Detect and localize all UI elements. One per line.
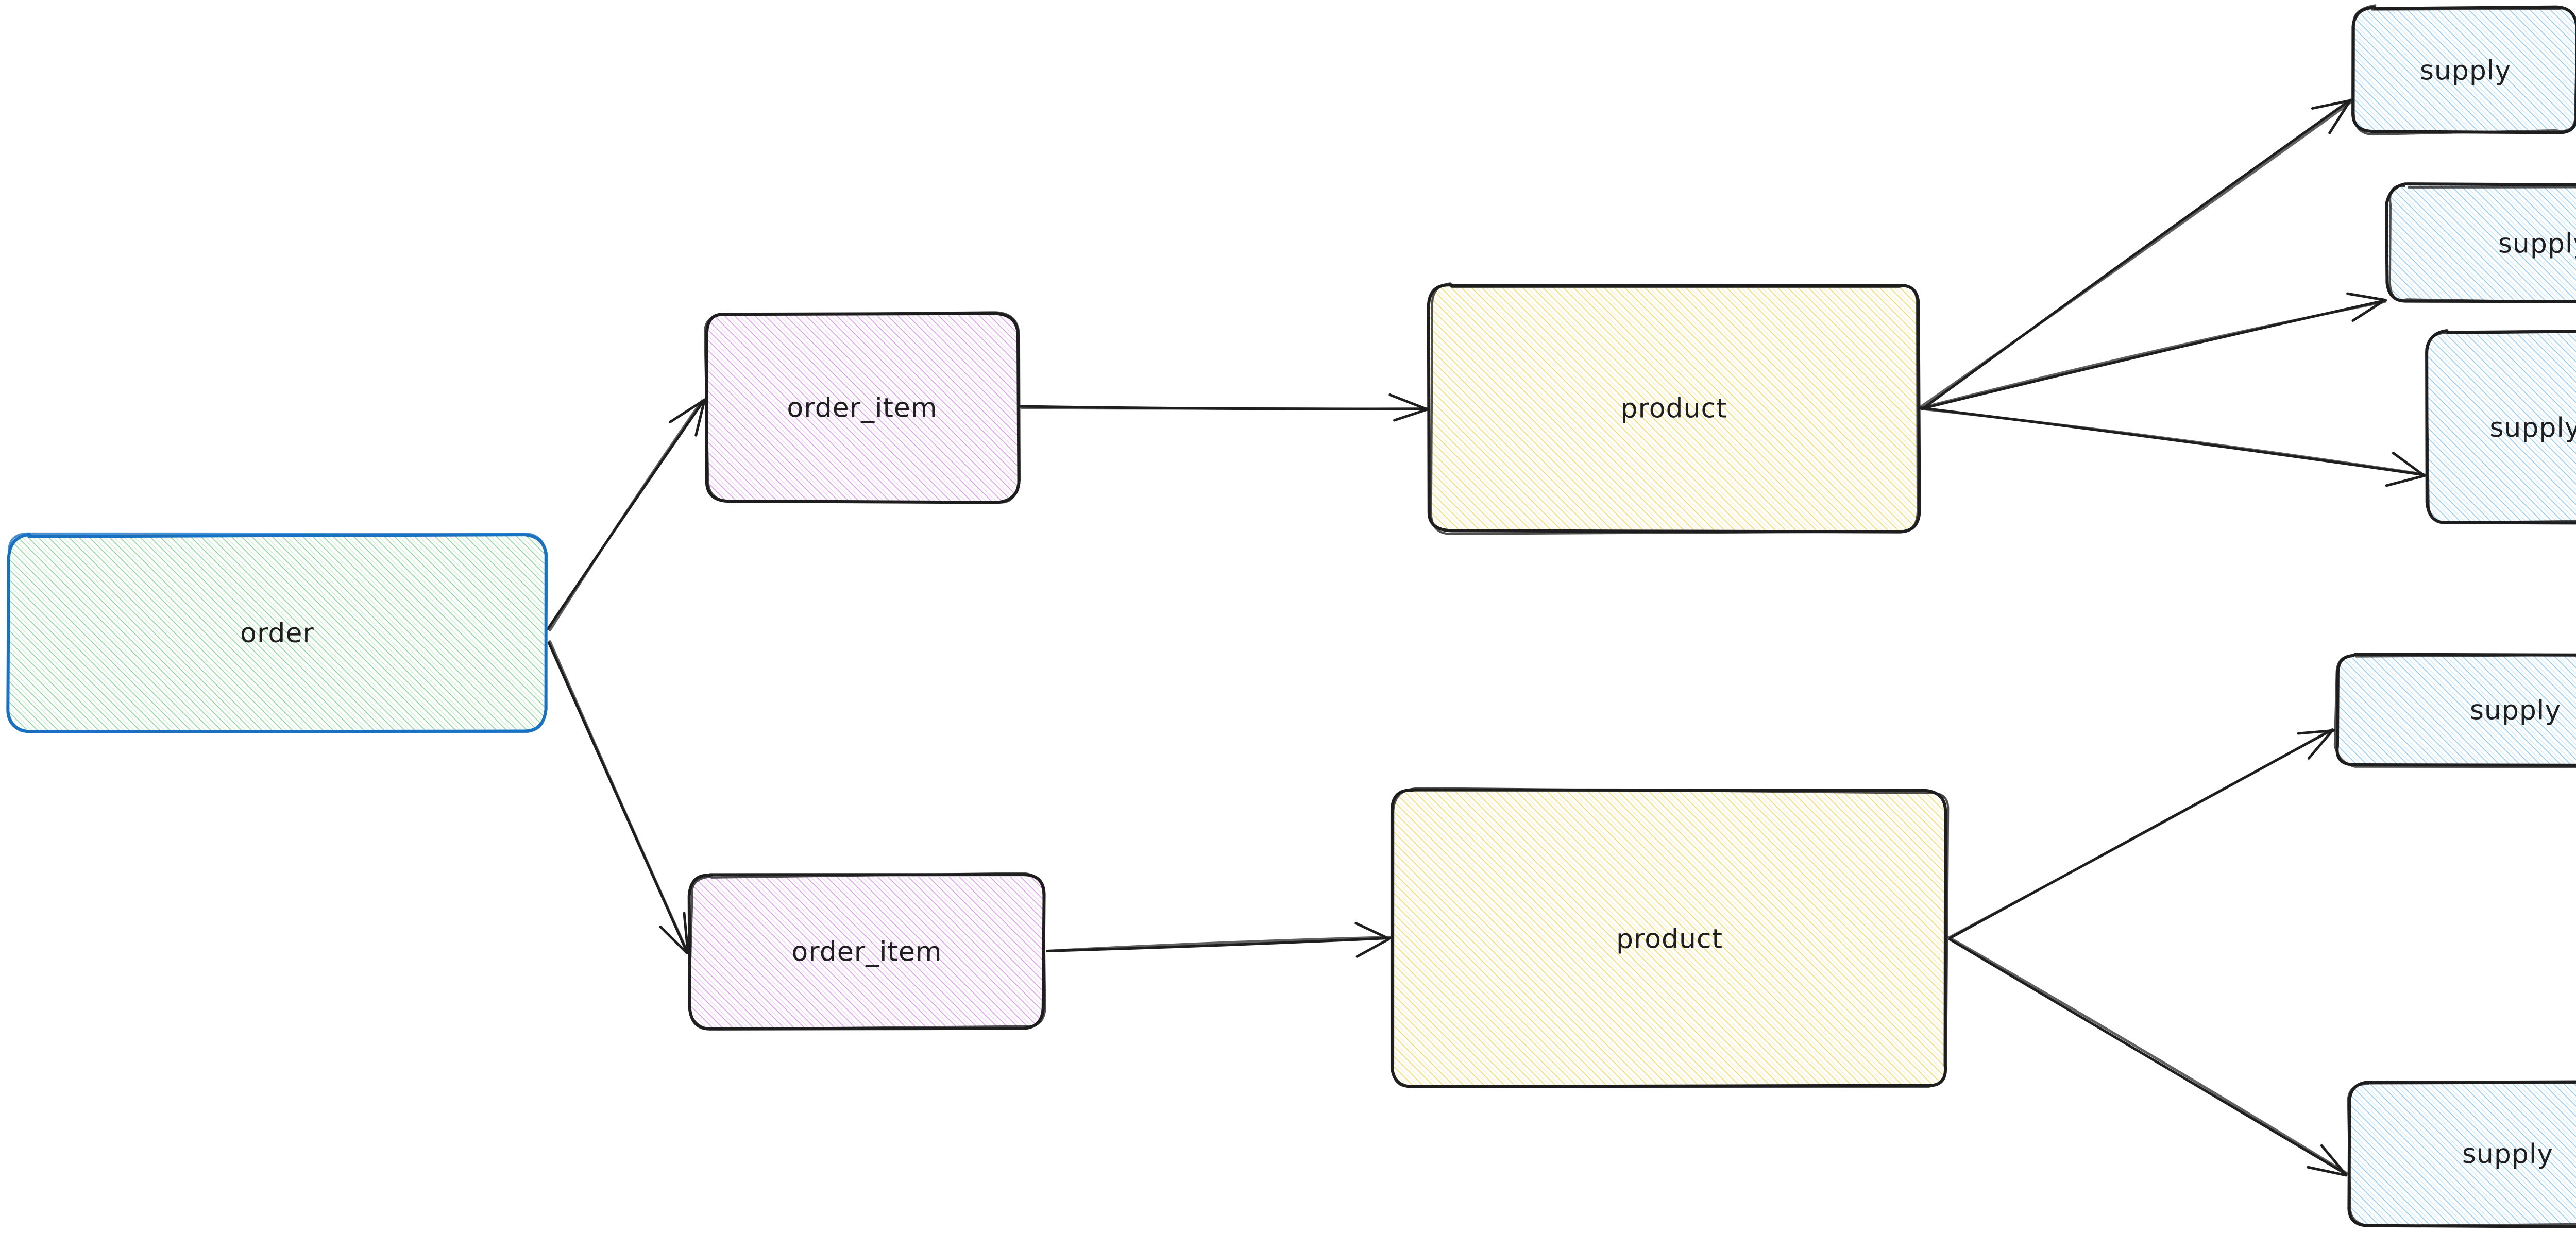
arrowhead-icon (659, 925, 688, 954)
arrowhead-icon (1354, 922, 1390, 940)
edge-order_item_bottom-to-product_bottom[interactable] (1046, 922, 1392, 958)
node-supply_1[interactable]: supply (2351, 4, 2576, 136)
node-label-product_top: product (1620, 393, 1727, 424)
node-fill (8, 534, 546, 731)
node-label-supply_1: supply (2420, 56, 2511, 87)
arrowhead-icon (1388, 393, 1428, 410)
edge-line (1020, 406, 1429, 410)
node-label-supply_5: supply (2462, 1139, 2553, 1170)
node-fill (2349, 1080, 2576, 1226)
node-fill (2352, 6, 2576, 134)
arrowhead-icon (683, 912, 689, 954)
node-supply_3[interactable]: supply (2425, 329, 2576, 525)
arrowhead-icon (2351, 299, 2386, 322)
node-fill (691, 875, 1044, 1028)
arrowhead-icon (2392, 452, 2426, 477)
edge-order-to-order_item_top[interactable] (546, 398, 706, 631)
arrowhead-icon (2385, 474, 2426, 487)
node-label-product_bottom: product (1616, 924, 1723, 955)
edge-line (1950, 728, 2333, 938)
edge-line (1047, 936, 1392, 952)
node-fill (2388, 184, 2576, 302)
node-outline (1430, 282, 1919, 535)
edge-line (1947, 936, 2350, 1176)
node-supply_5[interactable]: supply (2347, 1080, 2576, 1228)
node-outline (704, 311, 1021, 504)
arrowhead-icon (2307, 729, 2334, 760)
node-fill (1391, 791, 1947, 1087)
node-fill (2336, 655, 2576, 766)
node-order_item_top[interactable]: order_item (704, 311, 1021, 504)
edge-order_item_top-to-product_top[interactable] (1019, 393, 1429, 422)
node-outline (2333, 654, 2576, 768)
edge-product_bottom-to-supply_4[interactable] (1948, 728, 2335, 939)
arrowhead-icon (1393, 408, 1429, 422)
node-fill (2427, 331, 2576, 522)
node-outline (1392, 787, 1950, 1088)
node-supply_2[interactable]: supply (2385, 182, 2576, 304)
edge-product_bottom-to-supply_5[interactable] (1947, 936, 2350, 1177)
arrowhead-icon (2307, 1166, 2348, 1177)
arrowhead-icon (694, 398, 706, 437)
node-outline (2347, 1082, 2576, 1227)
arrowhead-icon (2328, 99, 2352, 134)
edges-layer (546, 98, 2426, 1177)
arrowhead-icon (2311, 99, 2352, 110)
edge-line (549, 640, 688, 952)
node-outline (2385, 182, 2576, 303)
node-fill (1429, 284, 1919, 533)
node-outline (2352, 4, 2576, 136)
node-product_bottom[interactable]: product (1390, 787, 1950, 1088)
node-order_item_bottom[interactable]: order_item (687, 872, 1046, 1031)
arrowhead-icon (668, 398, 706, 424)
node-label-order: order (240, 618, 314, 649)
edge-line (1920, 407, 2425, 476)
edge-line (1919, 100, 2352, 409)
node-label-supply_4: supply (2470, 695, 2561, 726)
arrowhead-icon (1355, 938, 1390, 958)
node-label-order_item_top: order_item (787, 393, 937, 424)
edge-line (1948, 938, 2347, 1175)
node-label-supply_2: supply (2498, 229, 2576, 260)
edge-product_top-to-supply_1[interactable] (1919, 98, 2352, 411)
edge-order-to-order_item_bottom[interactable] (547, 640, 689, 954)
arrowhead-icon (2320, 1144, 2347, 1176)
edge-line (549, 399, 704, 631)
node-outline (6, 532, 548, 733)
nodes-layer: orderorder_itemorder_itemproductproducts… (6, 4, 2576, 1228)
arrowhead-icon (2346, 292, 2385, 301)
node-fill (706, 312, 1018, 503)
node-label-supply_3: supply (2489, 413, 2576, 443)
node-outline (2335, 653, 2576, 767)
node-outline (1390, 788, 1947, 1088)
node-outline (2347, 1080, 2576, 1228)
node-product_top[interactable]: product (1427, 282, 1921, 535)
node-outline (2425, 330, 2576, 524)
node-outline (2388, 184, 2576, 303)
edge-product_top-to-supply_2[interactable] (1920, 292, 2387, 410)
arrowhead-icon (2297, 729, 2335, 735)
edge-line (1920, 300, 2386, 409)
node-outline (688, 872, 1046, 1031)
node-order[interactable]: order (6, 532, 548, 733)
edge-product_top-to-supply_3[interactable] (1920, 406, 2426, 487)
node-label-order_item_bottom: order_item (791, 937, 942, 968)
node-supply_4[interactable]: supply (2333, 653, 2576, 768)
